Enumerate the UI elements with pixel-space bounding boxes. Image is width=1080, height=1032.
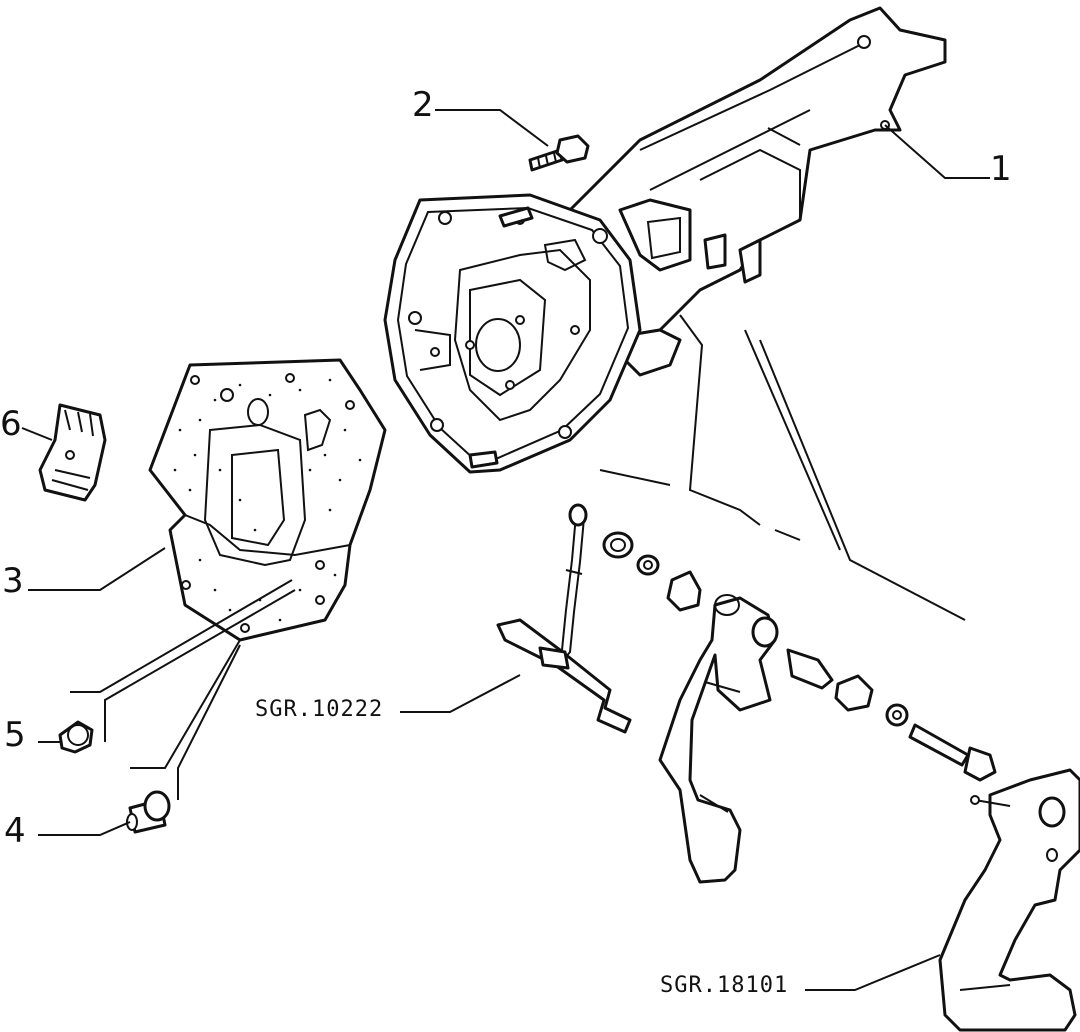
- part-1-pedal-support-bracket: [383, 6, 947, 474]
- callout-labels: 2 1 6 3 5 4 SGR.10222 SGR.18101: [0, 85, 1012, 998]
- callout-1: 1: [990, 149, 1012, 189]
- callout-2: 2: [412, 85, 434, 125]
- part-2-bolt: [528, 134, 590, 172]
- callout-5: 5: [4, 715, 26, 755]
- reference-sgr-18101: SGR.18101: [660, 973, 788, 998]
- reference-sgr-10222: SGR.10222: [255, 697, 383, 722]
- callout-3: 3: [2, 561, 24, 601]
- callout-6: 6: [0, 404, 22, 444]
- clutch-pedal: [658, 594, 997, 884]
- leader-lines: [21, 109, 990, 991]
- callout-4: 4: [4, 811, 26, 851]
- pad-texture: [173, 378, 362, 622]
- brake-pedal: [938, 768, 1080, 1032]
- part-3-insulation-pad: [148, 358, 387, 642]
- part-5-plug-clip: [58, 720, 94, 754]
- clutch-linkage-assembly: [496, 314, 966, 734]
- part-4-spacer-stud: [126, 790, 171, 834]
- part-6-retaining-clip: [38, 403, 107, 502]
